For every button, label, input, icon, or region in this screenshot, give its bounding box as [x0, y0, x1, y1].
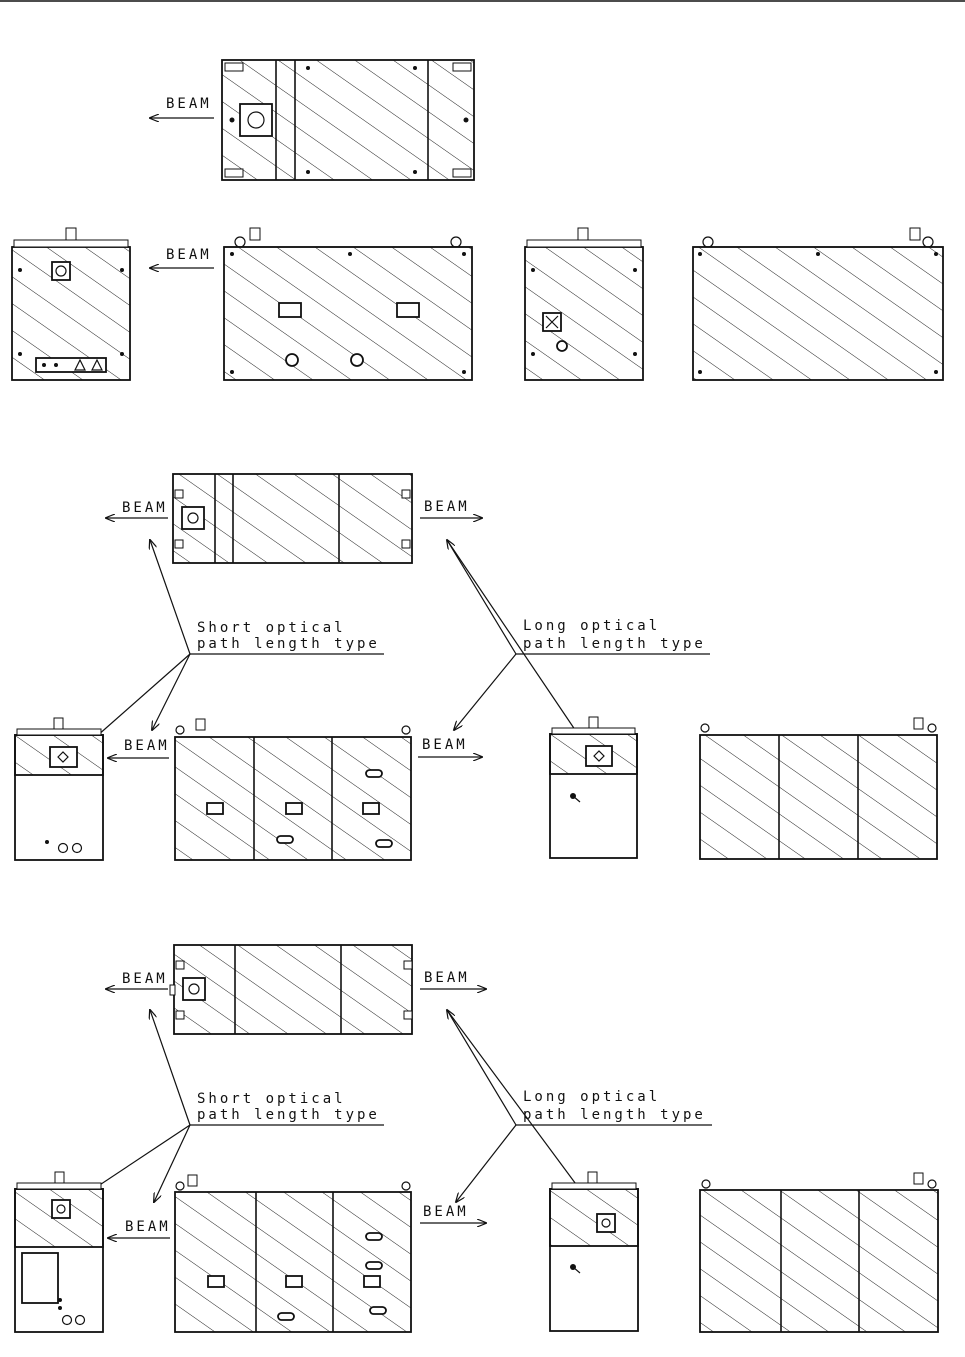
s3-beam-label-top-right: BEAM: [424, 970, 470, 986]
s1-left-end-view: [12, 228, 130, 380]
s3-beam-label-top-left: BEAM: [122, 971, 168, 987]
s2-top-view: [173, 474, 412, 563]
section-2: BEAM BEAM Short optical path length type…: [15, 474, 937, 860]
s2-short-leader-down: [152, 654, 190, 730]
s2-long-type-line2: path length type: [523, 636, 706, 652]
s1-front-view: [224, 228, 472, 380]
s1-top-view: [222, 60, 474, 180]
s3-left-end-view: [15, 1172, 103, 1332]
s2-long-type-line1: Long optical: [523, 618, 660, 634]
s3-beam-label-side-right: BEAM: [423, 1204, 469, 1220]
s3-back-view: [700, 1173, 938, 1332]
s2-right-end-view: [550, 717, 637, 858]
s2-back-view: [700, 718, 937, 859]
s2-beam-label-side-left: BEAM: [124, 738, 170, 754]
s3-long-leader-down-left: [456, 1125, 516, 1202]
s2-long-leader-up: [447, 540, 516, 654]
s3-long-leader-up: [447, 1010, 516, 1125]
s1-beam-label-side: BEAM: [166, 247, 212, 263]
s3-top-view: [170, 945, 412, 1034]
s3-short-type-line2: path length type: [197, 1107, 380, 1123]
s3-short-type-line1: Short optical: [197, 1091, 346, 1107]
s2-beam-label-top-right: BEAM: [424, 499, 470, 515]
section-3: BEAM BEAM Short optical path length type…: [15, 945, 938, 1332]
s2-left-end-view: [15, 718, 103, 860]
s3-long-type-line1: Long optical: [523, 1089, 660, 1105]
section-1: BEAM BEAM: [12, 60, 943, 380]
s3-long-type-line2: path length type: [523, 1107, 706, 1123]
s1-right-end-view: [525, 228, 643, 380]
s3-right-end-view: [550, 1172, 638, 1331]
s2-short-type-line1: Short optical: [197, 620, 346, 636]
s2-short-type-line2: path length type: [197, 636, 380, 652]
s1-beam-label-top: BEAM: [166, 96, 212, 112]
s3-front-view: [175, 1175, 411, 1332]
s1-back-view: [693, 228, 943, 380]
s2-beam-label-side-right: BEAM: [422, 737, 468, 753]
s2-beam-label-top-left: BEAM: [122, 500, 168, 516]
s3-beam-label-side-left: BEAM: [125, 1219, 171, 1235]
s2-long-leader-down-left: [454, 654, 516, 730]
s2-front-view: [175, 719, 411, 860]
